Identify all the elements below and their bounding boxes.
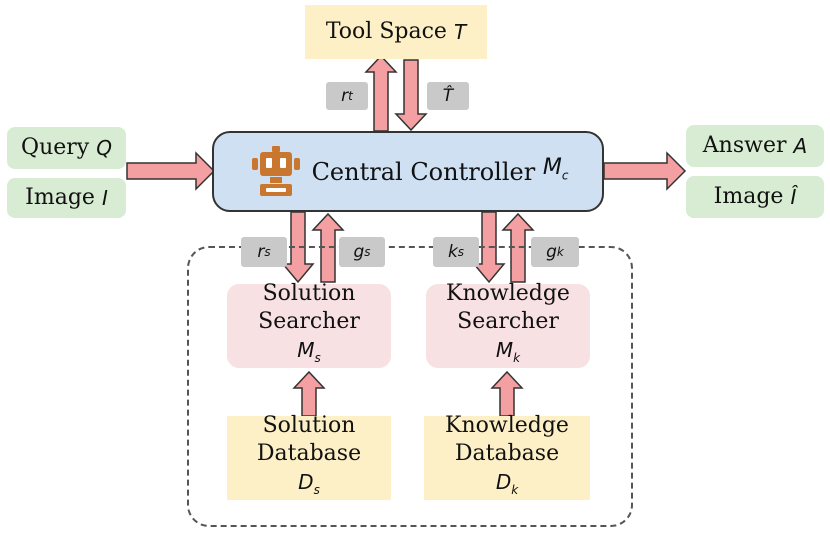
searcher-group-border: [187, 246, 633, 527]
central-controller-box: Central Controller Mc: [212, 131, 604, 212]
image-output-symbol: Î: [790, 185, 797, 209]
tool-space-symbol: T: [453, 20, 467, 44]
arrow-gk-up: [501, 212, 535, 283]
solution-searcher-symbol: Ms: [297, 338, 321, 365]
arrow-input-right: [126, 151, 216, 191]
arrow-soldb-up: [292, 370, 326, 417]
knowledge-database-box: Knowledge Database Dk: [424, 413, 590, 500]
arrow-gs-up: [311, 212, 345, 283]
controller-symbol: Mc: [542, 154, 569, 183]
answer-box: Answer A: [686, 125, 824, 167]
solution-searcher-box: Solution Searcher Ms: [227, 281, 391, 368]
arrow-output-right: [603, 151, 687, 191]
solution-searcher-line1: Solution: [262, 281, 356, 306]
tag-that: T̂: [427, 82, 469, 110]
query-symbol: Q: [96, 136, 112, 160]
image-output-label: Image: [713, 184, 784, 209]
knowledge-searcher-box: Knowledge Searcher Mk: [426, 281, 590, 368]
query-box: Query Q: [7, 127, 126, 169]
answer-label: Answer: [702, 133, 787, 158]
arrow-kdb-up: [490, 370, 524, 417]
solution-database-box: Solution Database Ds: [227, 413, 391, 500]
tool-space-box: Tool Space T: [305, 5, 487, 59]
solution-database-line1: Solution: [262, 413, 356, 438]
arrow-rt-up: [364, 54, 398, 132]
knowledge-database-symbol: Dk: [495, 470, 519, 497]
answer-symbol: A: [793, 134, 808, 158]
tool-space-label: Tool Space: [325, 19, 447, 44]
solution-database-symbol: Ds: [298, 470, 320, 497]
image-output-box: Image Î: [686, 176, 824, 218]
knowledge-database-line2: Database: [454, 441, 560, 466]
arrow-that-down: [394, 59, 428, 132]
query-label: Query: [21, 135, 90, 160]
solution-searcher-line2: Searcher: [258, 309, 360, 334]
image-input-box: Image I: [7, 178, 126, 218]
knowledge-database-line1: Knowledge: [445, 413, 569, 438]
knowledge-searcher-line1: Knowledge: [446, 281, 570, 306]
knowledge-searcher-line2: Searcher: [457, 309, 559, 334]
image-input-symbol: I: [101, 186, 108, 210]
knowledge-searcher-symbol: Mk: [495, 338, 521, 365]
controller-label: Central Controller: [311, 157, 536, 186]
robot-icon: [251, 145, 300, 196]
solution-database-line2: Database: [256, 441, 362, 466]
image-input-label: Image: [25, 185, 95, 210]
